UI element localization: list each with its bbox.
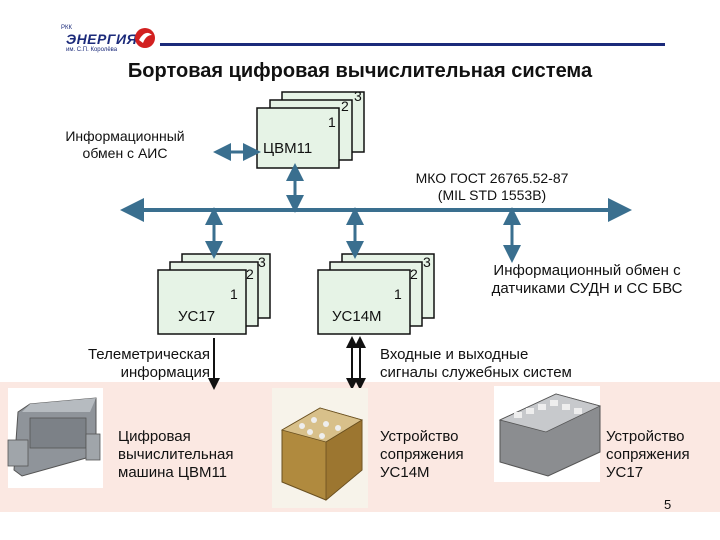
us17-stack — [157, 253, 271, 335]
us17-num-3: 3 — [258, 254, 266, 270]
us14-photo — [272, 388, 368, 508]
sensor-exchange-label: Информационный обмен с датчиками СУДН и … — [491, 262, 683, 297]
us17-num-1: 1 — [230, 286, 238, 302]
telemetry-label: Телеметрическая информация — [87, 346, 210, 381]
cvm11-num-2: 2 — [341, 98, 349, 114]
logo-prefix: РКК — [61, 25, 72, 31]
signals-label: Входные и выходные сигналы служебных сис… — [380, 346, 572, 381]
us14-label: УС14М — [332, 308, 382, 325]
us14-stack — [317, 253, 435, 335]
cvm11-stack — [256, 91, 365, 169]
logo-mark-icon — [135, 28, 155, 48]
us17-num-2: 2 — [246, 266, 254, 282]
logo-name: ЭНЕРГИЯ — [66, 31, 138, 47]
logo-subtitle: им. С.П. Королёва — [66, 47, 118, 53]
us17-photo-caption: Устройство сопряжения УС17 — [606, 428, 690, 481]
ais-exchange-label: Информационный обмен с АИС — [65, 128, 185, 161]
cvm11-num-1: 1 — [328, 114, 336, 130]
us14-photo-caption: Устройство сопряжения УС14М — [380, 428, 464, 481]
cvm11-photo — [7, 388, 103, 488]
us14-num-1: 1 — [394, 286, 402, 302]
us14-num-2: 2 — [410, 266, 418, 282]
page-number: 5 — [664, 497, 672, 512]
cvm11-num-3: 3 — [354, 88, 362, 104]
header-rule — [160, 43, 665, 46]
us17-photo — [494, 386, 602, 482]
page-title: Бортовая цифровая вычислительная система — [127, 60, 593, 82]
cvm11-photo-caption: Цифровая вычислительная машина ЦВМ11 — [118, 428, 234, 481]
bus-label: МКО ГОСТ 26765.52-87 (MIL STD 1553B) — [415, 170, 569, 203]
us17-label: УС17 — [178, 308, 216, 325]
cvm11-label: ЦВМ11 — [263, 140, 313, 157]
us14-num-3: 3 — [423, 254, 431, 270]
